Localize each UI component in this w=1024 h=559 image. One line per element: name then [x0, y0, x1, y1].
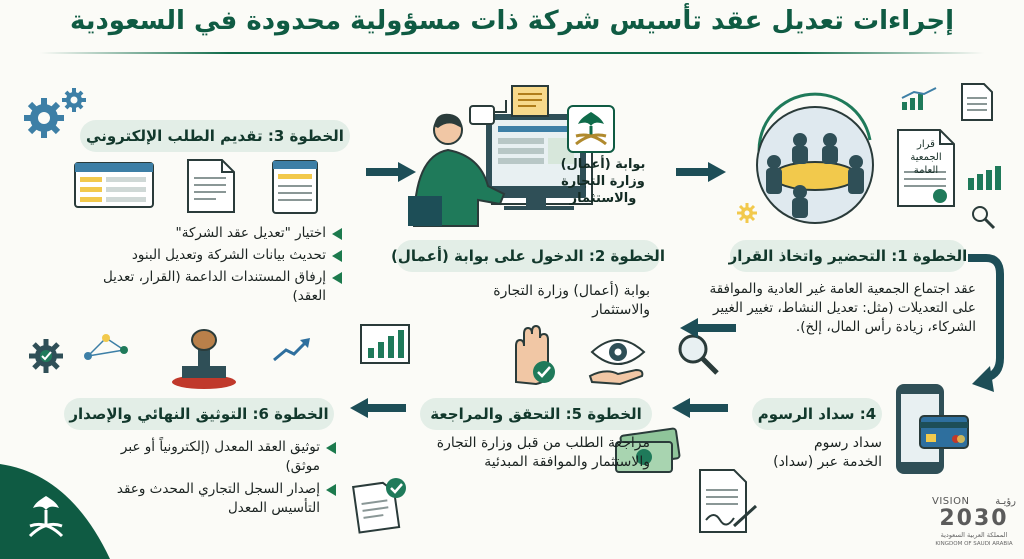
stamp-icon	[172, 329, 236, 389]
vision-kingdom-ar: المملكة العربية السعودية	[940, 531, 1008, 539]
title-divider	[40, 52, 984, 54]
step4-body: سداد رسوم الخدمة عبر (سداد)	[773, 435, 882, 470]
list-item: إرفاق المستندات الداعمة (القرار، تعديل ا…	[72, 268, 342, 306]
list-item: تحديث بيانات الشركة وتعديل البنود	[72, 246, 342, 265]
growth-arrow-icon	[901, 87, 937, 110]
saudi-emblem-icon	[0, 464, 110, 559]
step1-body: عقد اجتماع الجمعية العامة غير العادية وا…	[709, 281, 976, 335]
document-icon	[961, 83, 993, 121]
flow-arrow	[350, 398, 406, 418]
bullet-icon	[332, 250, 342, 262]
signed-document-icon	[352, 478, 406, 534]
saudi-emblem-icon	[567, 105, 615, 153]
bullet-icon	[332, 228, 342, 240]
bullet-icon	[326, 442, 336, 454]
flow-arrow	[680, 318, 736, 338]
flow-arrow	[968, 254, 1004, 392]
step5-heading: الخطوة 5: التحقق والمراجعة	[420, 398, 652, 430]
document-icon	[897, 129, 955, 207]
step6-list: توثيق العقد المعدل (إلكترونياً أو عبر مو…	[100, 438, 336, 518]
vision-2030-logo: VISION رؤيـة 2030 المملكة العربية السعود…	[932, 496, 1016, 556]
gears-icon	[29, 339, 63, 373]
flow-arrow	[672, 398, 728, 418]
network-icon	[84, 334, 128, 360]
flow-arrow	[676, 162, 726, 182]
gears-icon	[737, 203, 757, 223]
vision-year: 2030	[939, 506, 1009, 531]
vision-heading: VISION رؤيـة	[932, 496, 1016, 507]
vision-kingdom-en: KINGDOM OF SAUDI ARABIA	[935, 541, 1013, 547]
form-icon	[74, 162, 154, 208]
bullet-icon	[326, 484, 336, 496]
list-item: إصدار السجل التجاري المحدث وعقد التأسيس …	[100, 480, 336, 518]
phone-card-icon	[896, 384, 969, 474]
step6-heading: الخطوة 6: التوثيق النهائي والإصدار	[64, 398, 334, 430]
form-icon	[272, 160, 318, 214]
meeting-icon	[756, 92, 874, 224]
growth-arrow-icon	[273, 338, 310, 362]
step4-heading: 4: سداد الرسوم	[752, 398, 882, 430]
step3-heading: الخطوة 3: تقديم الطلب الإلكتروني	[80, 120, 350, 152]
list-item: اختيار "تعديل عقد الشركة"	[72, 224, 342, 243]
portal-label: بوابة (أعمال) وزارة التجارة والاستثمار	[560, 157, 646, 206]
list-item: توثيق العقد المعدل (إلكترونياً أو عبر مو…	[100, 438, 336, 476]
step3-list: اختيار "تعديل عقد الشركة" تحديث بيانات ا…	[72, 224, 342, 306]
chart-icon	[360, 324, 410, 364]
step5-body: مراجعة الطلب من قبل وزارة التجارة والاست…	[436, 435, 650, 470]
step1-heading: الخطوة 1: التحضير واتخاذ القرار	[729, 240, 967, 272]
magnifier-icon	[972, 206, 996, 230]
decision-doc-label: قرار الجمعية العامة	[910, 139, 942, 176]
step2-body: بوابة (أعمال) وزارة التجارة والاستثمار	[493, 283, 650, 318]
money-icon	[615, 427, 681, 473]
bullet-icon	[332, 272, 342, 284]
flow-arrow	[366, 162, 416, 182]
eye-hand-icon	[588, 339, 646, 386]
gears-icon	[24, 88, 86, 138]
magnifier-icon	[678, 334, 719, 375]
page-title: إجراءات تعديل عقد تأسيس شركة ذات مسؤولية…	[69, 6, 955, 36]
document-icon	[187, 159, 235, 213]
signed-document-icon	[699, 469, 758, 533]
step2-heading: الخطوة 2: الدخول على بوابة (أعمال)	[391, 240, 665, 272]
chart-icon	[968, 166, 1001, 190]
computer-user-icon	[408, 85, 593, 227]
hand-check-icon	[515, 324, 555, 386]
